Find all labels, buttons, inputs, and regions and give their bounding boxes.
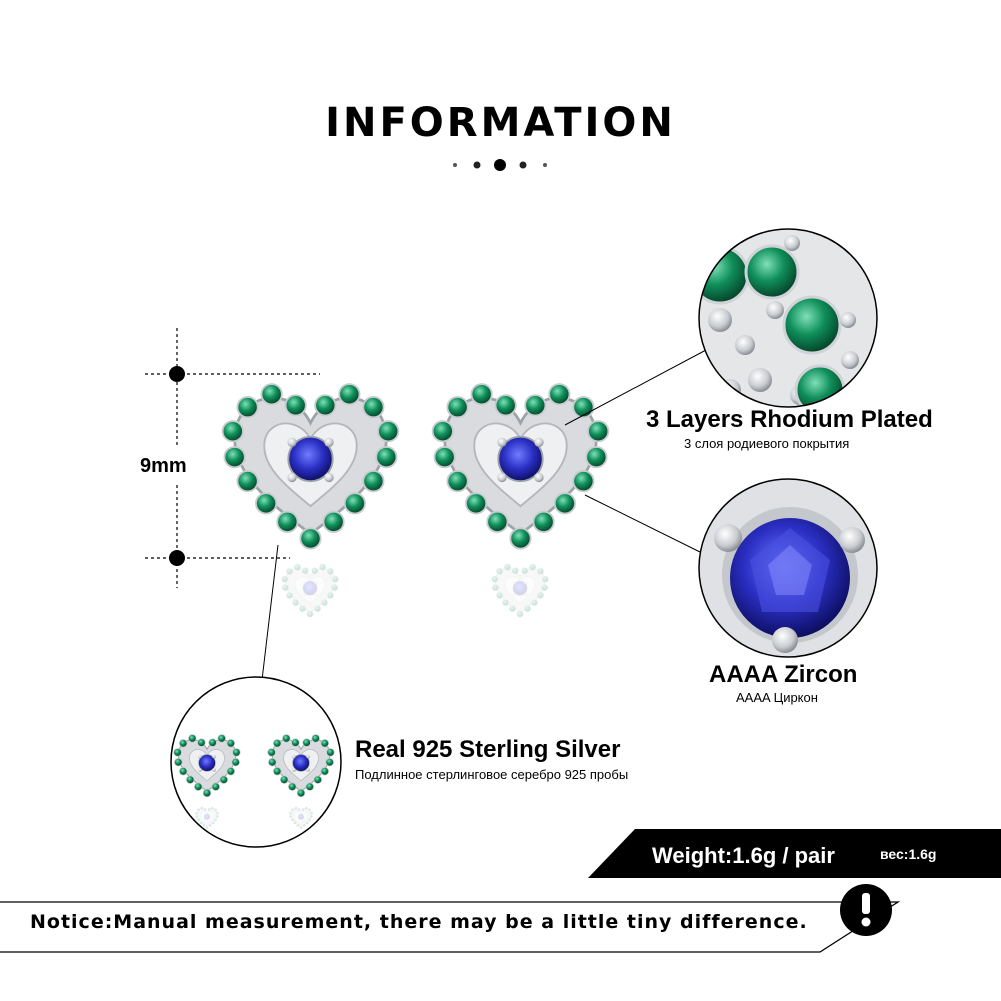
dimension-top-dot — [169, 366, 185, 382]
exclamation-bar — [862, 893, 870, 914]
exclamation-dot — [861, 917, 871, 927]
zircon-title: AAAA Zircon — [709, 661, 858, 688]
weight-label-ru: вес:1.6g — [880, 846, 937, 862]
weight-banner — [588, 829, 1001, 878]
silver-title: Real 925 Sterling Silver — [355, 736, 621, 763]
rhodium-title: 3 Layers Rhodium Plated — [646, 406, 933, 433]
zircon-detail-circle — [698, 478, 878, 658]
notice-text: Notice:Manual measurement, there may be … — [30, 911, 808, 933]
silver-detail-circle — [170, 676, 342, 848]
left-heart-earring-icon — [221, 382, 400, 551]
dimension-label: 9mm — [140, 455, 187, 477]
weight-label: Weight:1.6g / pair — [652, 843, 835, 868]
earring-reflection — [280, 563, 550, 619]
dimension-bottom-dot — [169, 550, 185, 566]
rhodium-detail-circle — [698, 228, 878, 408]
title-dots-decoration — [453, 159, 547, 171]
rhodium-subtitle: 3 слоя родиевого покрытия — [684, 436, 850, 451]
right-heart-earring-icon — [431, 382, 610, 551]
callout-lines — [261, 349, 707, 681]
silver-subtitle: Подлинное стерлинговое серебро 925 пробы — [355, 767, 629, 782]
page-title: INFORMATION — [325, 100, 676, 146]
zircon-subtitle: AAAA Циркон — [736, 690, 818, 705]
